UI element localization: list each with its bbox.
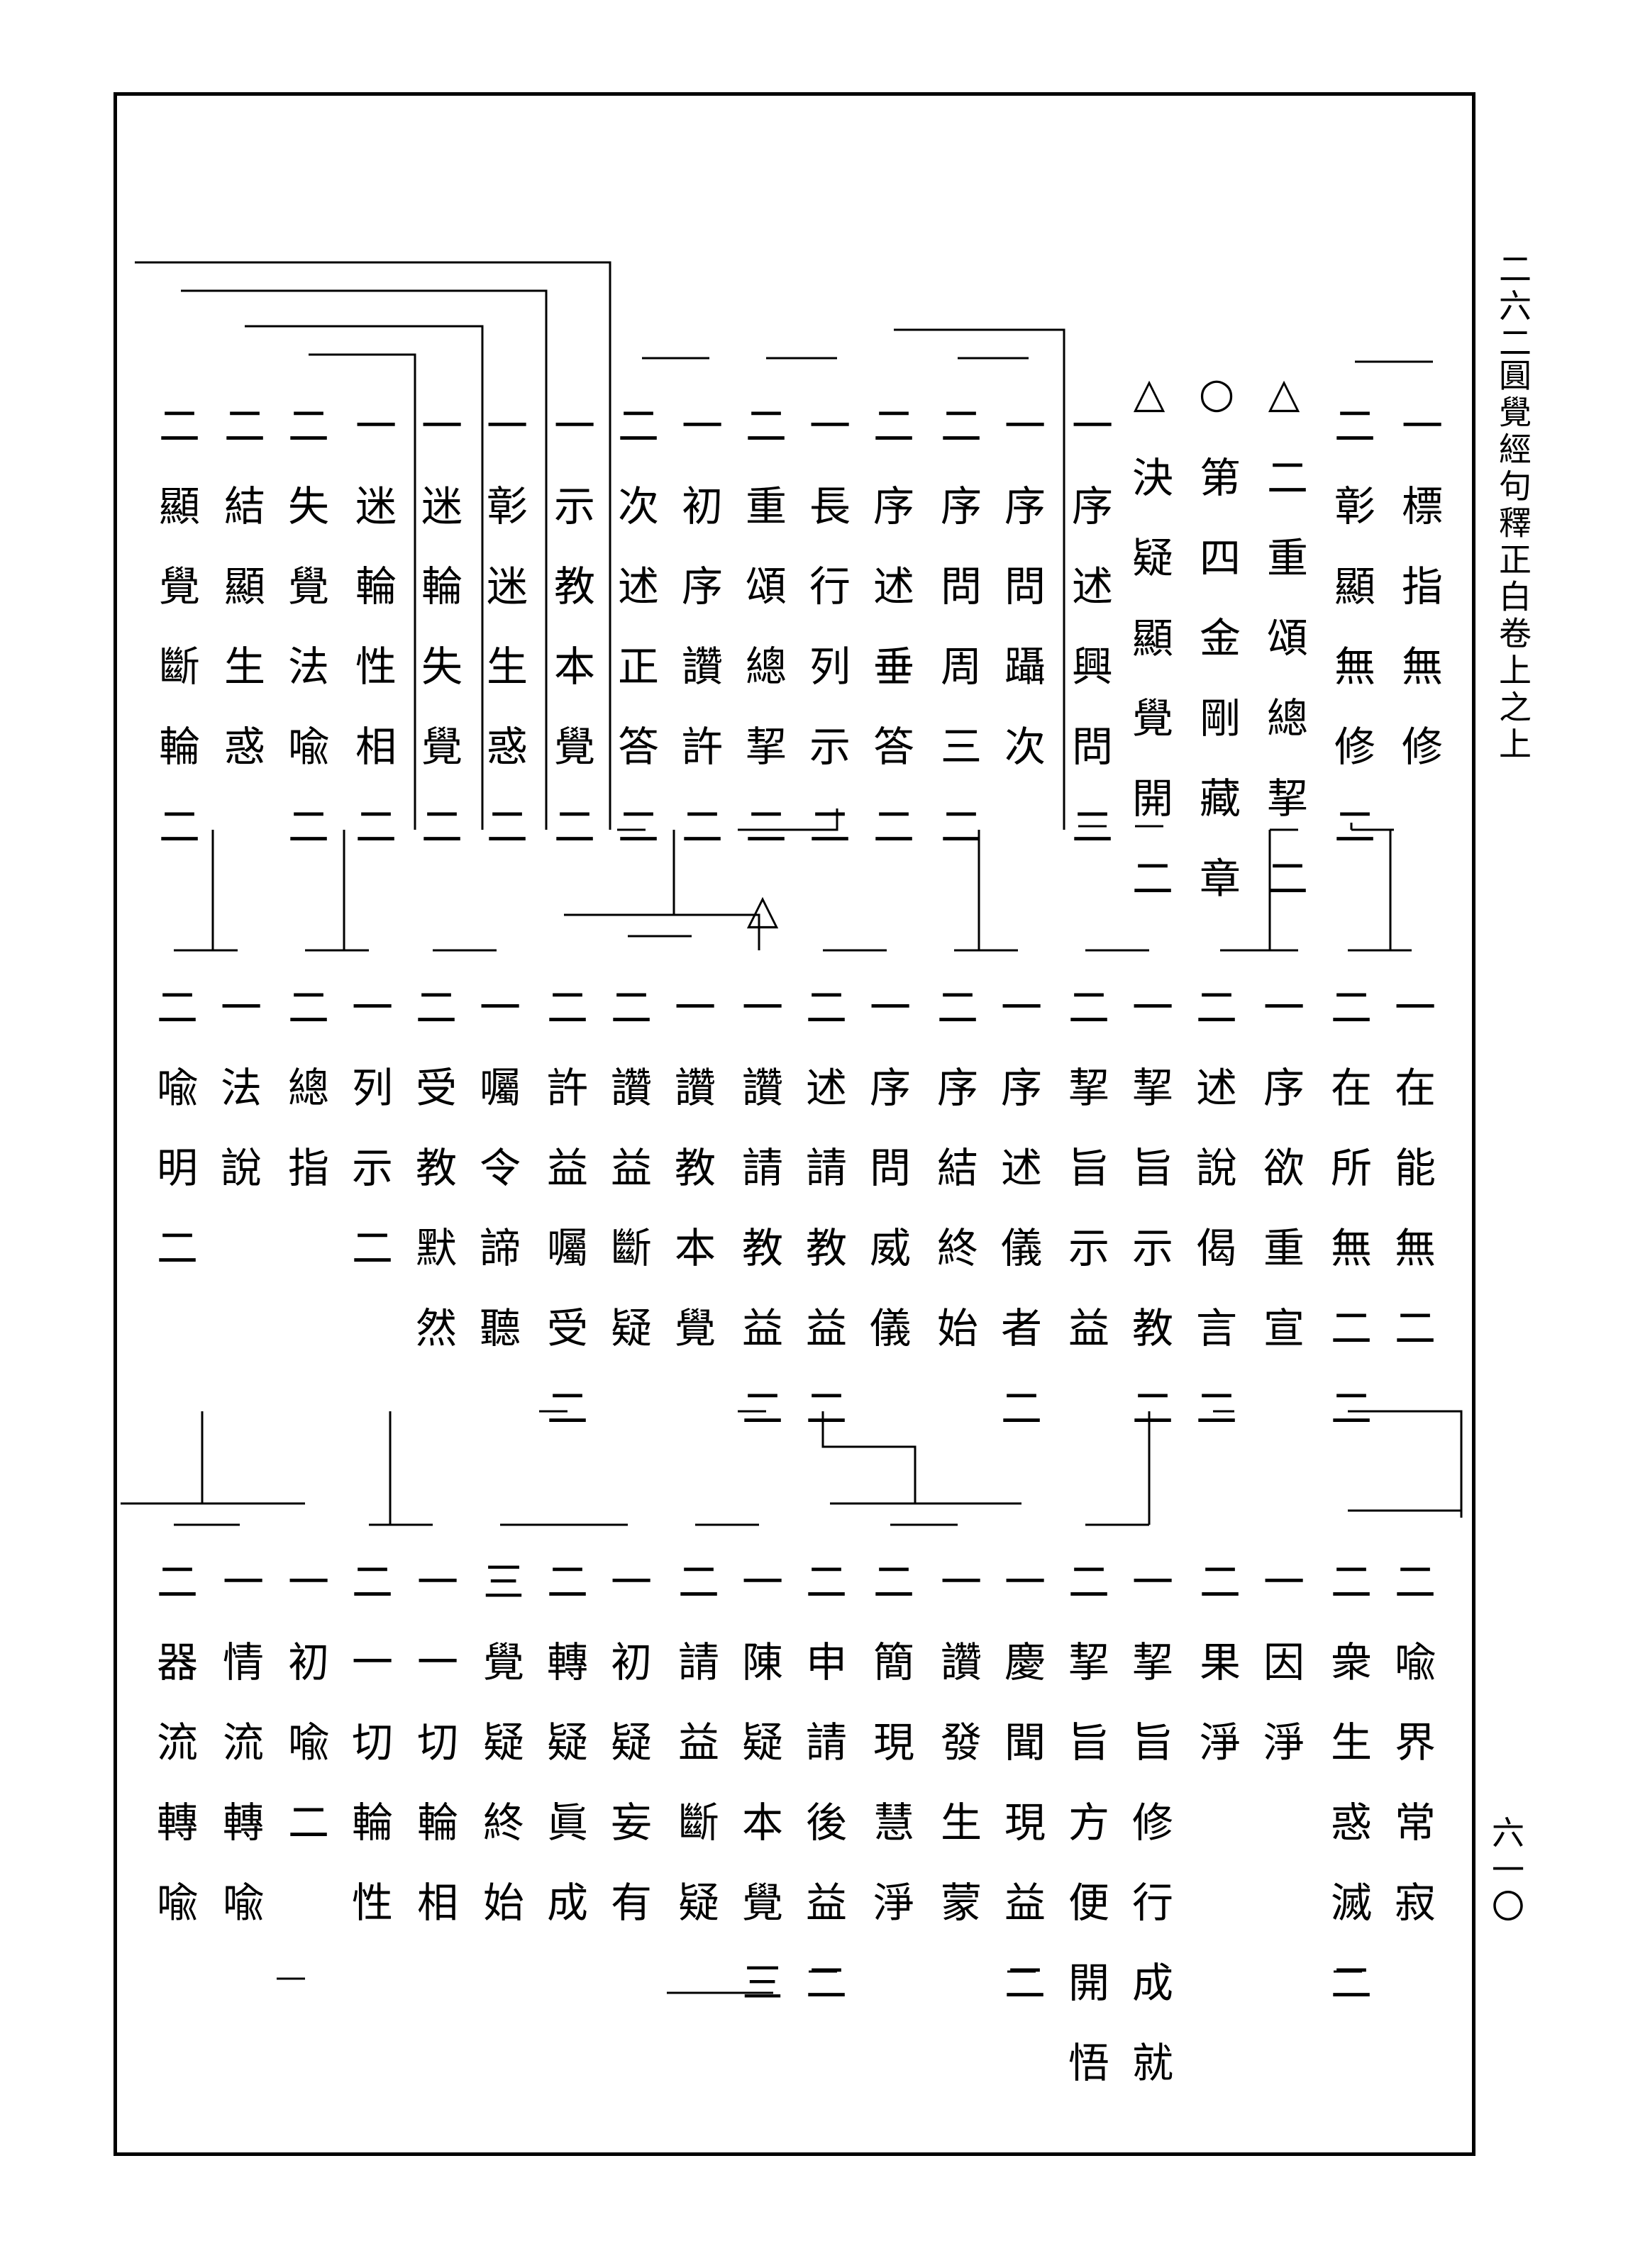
outline-entry: ○第四金剛藏章: [1192, 369, 1241, 937]
outline-entry: 二彰顯無修二: [1327, 404, 1375, 885]
outline-entry: 一示教本覺二: [547, 404, 595, 885]
outline-entry: 一長行列示二: [802, 404, 851, 885]
outline-entry: 二序結終始: [930, 986, 978, 1386]
outline-entry: 二結顯生惑: [217, 404, 265, 805]
outline-entry: 二序問周三二: [934, 404, 982, 885]
outline-entry: 一序欲重宣: [1256, 986, 1305, 1386]
outline-entry: 一陳疑本覺三: [735, 1560, 783, 2041]
outline-entry: 一挈旨示教二: [1125, 986, 1173, 1467]
outline-entry: 一讚發生蒙: [934, 1560, 982, 1961]
book-title: 圓覺經句釋正白卷上之上: [1494, 358, 1532, 764]
outline-entry: 一序述儀者二: [994, 986, 1042, 1467]
outline-entry: 一一切輪相: [410, 1560, 458, 1961]
outline-entry: 二在所無二二: [1324, 986, 1372, 1467]
outline-entry: 一序問躡次: [997, 404, 1046, 805]
outline-entry: 二讚益斷疑: [604, 986, 652, 1386]
outline-entry: 一囑令諦聽: [472, 986, 521, 1386]
outline-entry: 二一切輪性: [345, 1560, 393, 1961]
page-number-side: 六一〇: [1487, 1816, 1525, 1926]
outline-entry: 二失覺法喩二: [281, 404, 329, 885]
outline-entry: 一慶聞現益二: [997, 1560, 1046, 2041]
outline-entry: 一初疑妄有: [604, 1560, 652, 1961]
outline-entry: 二受教默然: [409, 986, 457, 1386]
outline-entry: 一列示二: [345, 986, 393, 1306]
outline-entry: 一讚教本覺: [668, 986, 716, 1386]
page-number-top: 二六二: [1494, 252, 1532, 362]
outline-entry: 二器流轉喩: [150, 1560, 198, 1961]
outline-entry: 二顯覺斷輪二: [152, 404, 200, 885]
outline-entry: 一讚請教益二: [735, 986, 783, 1467]
outline-entry: 二喩明二: [150, 986, 198, 1306]
outline-entry: 二衆生惑滅二: [1324, 1560, 1372, 2041]
outline-entry: 一初喩二: [281, 1560, 329, 1881]
outline-entry: 一標指無修: [1395, 404, 1443, 805]
outline-entry: 一挈旨修行成就: [1125, 1560, 1173, 2121]
outline-entry: 二請益斷疑: [671, 1560, 719, 1961]
outline-entry: △二重頌總挈二: [1260, 369, 1308, 937]
outline-entry: 一情流轉喩: [216, 1560, 264, 1961]
outline-entry: 一在能無二: [1388, 986, 1436, 1386]
outline-entry: 二述請教益二: [799, 986, 847, 1467]
outline-entry: 一因淨: [1256, 1560, 1305, 1801]
outline-entry: △決疑顯覺開二: [1125, 369, 1173, 937]
outline-entry: 二重頌總挈二△: [738, 404, 787, 972]
outline-entry: 一序問威儀: [863, 986, 911, 1386]
outline-entry: 一彰迷生惑二: [480, 404, 528, 885]
outline-entry: 二述說偈言二: [1189, 986, 1237, 1467]
outline-entry: 二轉疑眞成: [540, 1560, 588, 1961]
outline-entry: 一迷輪失覺二: [414, 404, 463, 885]
page-border: [113, 92, 1475, 2156]
outline-entry: 一迷輪性相二: [348, 404, 397, 885]
outline-entry: 一法說: [214, 986, 262, 1226]
outline-entry: 二申請後益二: [799, 1560, 847, 2041]
outline-entry: 二許益囑受二: [540, 986, 588, 1467]
outline-entry: 二簡現慧淨: [866, 1560, 914, 1961]
outline-entry: 一初序讚許二: [675, 404, 723, 885]
outline-entry: 二果淨: [1192, 1560, 1241, 1801]
outline-entry: 二序述垂答二: [866, 404, 914, 885]
outline-entry: 二次述正答二: [611, 404, 659, 885]
outline-entry: 二總指: [281, 986, 329, 1226]
outline-entry: 二挈旨方便開悟: [1061, 1560, 1109, 2121]
outline-entry: 三覺疑終始: [476, 1560, 524, 1961]
outline-entry: 一序述興問二: [1065, 404, 1113, 885]
outline-entry: 二挈旨示益: [1061, 986, 1109, 1386]
outline-entry: 二喩界常寂: [1388, 1560, 1436, 1961]
